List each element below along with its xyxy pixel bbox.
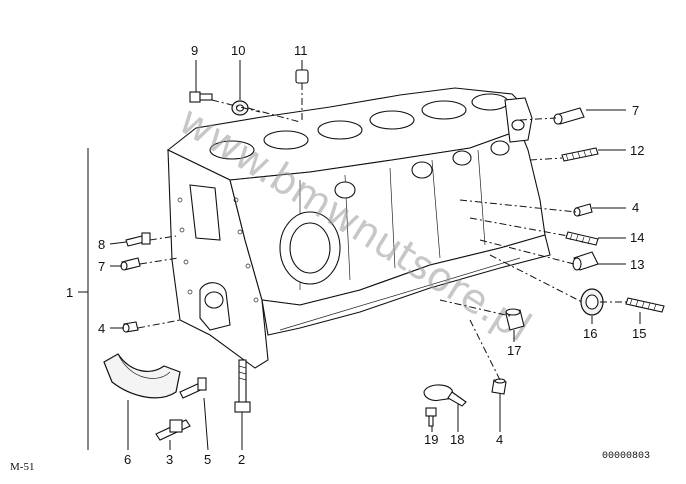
callout-12: 12 [630, 143, 644, 158]
callout-5: 5 [204, 452, 211, 467]
callout-10: 10 [231, 43, 245, 58]
callout-6: 6 [124, 452, 131, 467]
part-14-stud [565, 231, 599, 246]
part-17-plug [505, 308, 525, 331]
part-9-bolt [189, 91, 213, 103]
part-3-stud [155, 419, 191, 441]
callout-4-bottom: 4 [496, 432, 503, 447]
engine-block [166, 87, 551, 369]
callout-14: 14 [630, 230, 644, 245]
part-6-bearing-cap [103, 353, 181, 399]
part-12-stud [561, 147, 599, 162]
part-7-dowel-left [120, 257, 141, 271]
part-11-sleeve [295, 69, 309, 84]
part-18-bracket [423, 384, 467, 407]
callout-4-right: 4 [632, 200, 639, 215]
model-tag: M-51 [10, 461, 34, 473]
callout-16: 16 [583, 326, 597, 341]
callout-13: 13 [630, 257, 644, 272]
callout-1: 1 [66, 285, 73, 300]
callout-2: 2 [238, 452, 245, 467]
callout-7-upper: 7 [632, 103, 639, 118]
leader-lines [78, 60, 641, 451]
callout-8: 8 [98, 237, 105, 252]
callout-4-left: 4 [98, 321, 105, 336]
part-13-sleeve [572, 251, 599, 271]
callout-17: 17 [507, 343, 521, 358]
part-5-stud [179, 377, 207, 399]
callout-19: 19 [424, 432, 438, 447]
callout-3: 3 [166, 452, 173, 467]
drawing-number: 00000803 [602, 451, 650, 462]
callout-18: 18 [450, 432, 464, 447]
part-7-dowel-upper [553, 107, 585, 125]
callout-labels: 9 10 11 7 12 4 14 13 16 15 17 8 7 1 4 6 … [66, 43, 646, 467]
callout-9: 9 [191, 43, 198, 58]
callout-7-left: 7 [98, 259, 105, 274]
part-4-dowel-bottom [491, 378, 507, 395]
part-4-dowel-right [573, 203, 593, 217]
part-4-dowel-left [122, 321, 139, 333]
part-8-bolt [125, 232, 151, 247]
part-15-stud [625, 297, 665, 313]
callout-15: 15 [632, 326, 646, 341]
part-16-seal [580, 288, 604, 316]
part-2-bolt [234, 359, 251, 413]
callout-11: 11 [294, 43, 308, 58]
part-19-screw [425, 407, 437, 427]
